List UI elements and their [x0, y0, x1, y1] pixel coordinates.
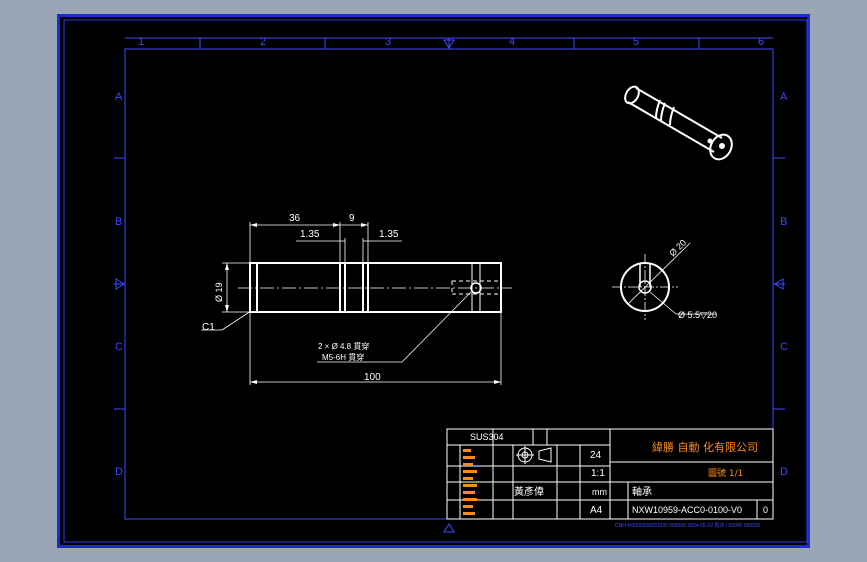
centering-mark-top: [443, 39, 455, 49]
row-label-a-left: A: [115, 91, 123, 103]
company-name: 緯勝 自動 化有限公司: [652, 440, 758, 454]
revision-value: 0: [763, 505, 768, 515]
row-label-d-right: D: [780, 466, 788, 478]
centering-mark-bottom: [443, 523, 455, 533]
designer-name: 黃彥偉: [514, 485, 544, 498]
unit-value: mm: [592, 487, 607, 497]
dim-diameter-19: Ø 19: [214, 282, 224, 302]
dim-length-135-right: 1.35: [379, 229, 399, 240]
sheet-size-value: A4: [590, 505, 603, 516]
footer-note: CNH-M3000000001030 000000 2024-05-22 周次 …: [615, 522, 761, 529]
row-label-b-left: B: [115, 216, 122, 228]
drawing-sheet: [57, 14, 810, 548]
shaft-end-view: [612, 242, 716, 320]
shaft-isometric-view: [624, 85, 733, 161]
col-label-5: 5: [633, 36, 639, 48]
row-label-b-right: B: [780, 216, 787, 228]
dim-length-135-left: 1.35: [300, 229, 320, 240]
dim-end-hole: Ø 5.5▽20: [678, 310, 717, 320]
centering-mark-right: [774, 278, 784, 290]
col-label-1: 1: [138, 36, 144, 48]
dim-length-36: 36: [289, 213, 301, 224]
row-label-a-right: A: [780, 91, 788, 103]
quantity-value: 24: [590, 450, 602, 461]
dim-total-length: 100: [364, 372, 381, 383]
approval-stamps: [463, 449, 477, 515]
dim-chamfer: C1: [202, 322, 215, 333]
dimension-lines: [201, 222, 502, 385]
drawing-frame: [63, 19, 808, 543]
dimension-arrows: [225, 223, 501, 384]
scale-value: 1:1: [591, 468, 605, 479]
row-label-c-left: C: [115, 341, 123, 353]
note-hole-through: 2 × Ø 4.8 貫穿: [318, 341, 369, 351]
col-label-6: 6: [758, 36, 764, 48]
projection-symbol-icon: [516, 446, 552, 464]
sheet-number: 圖號 1/1: [708, 467, 743, 479]
material-value: SUS304: [470, 432, 504, 442]
col-label-2: 2: [260, 36, 266, 48]
part-name: 軸承: [632, 485, 652, 498]
dim-length-9: 9: [349, 213, 355, 224]
centering-mark-left: [115, 278, 125, 290]
col-label-3: 3: [385, 36, 391, 48]
note-thread: M5-6H 貫穿: [322, 352, 364, 362]
col-label-4: 4: [509, 36, 515, 48]
title-block: [446, 428, 774, 520]
drawing-number: NXW10959-ACC0-0100-V0: [632, 505, 742, 515]
row-label-c-right: C: [780, 341, 788, 353]
shaft-front-view: [238, 262, 512, 313]
row-label-d-left: D: [115, 466, 123, 478]
